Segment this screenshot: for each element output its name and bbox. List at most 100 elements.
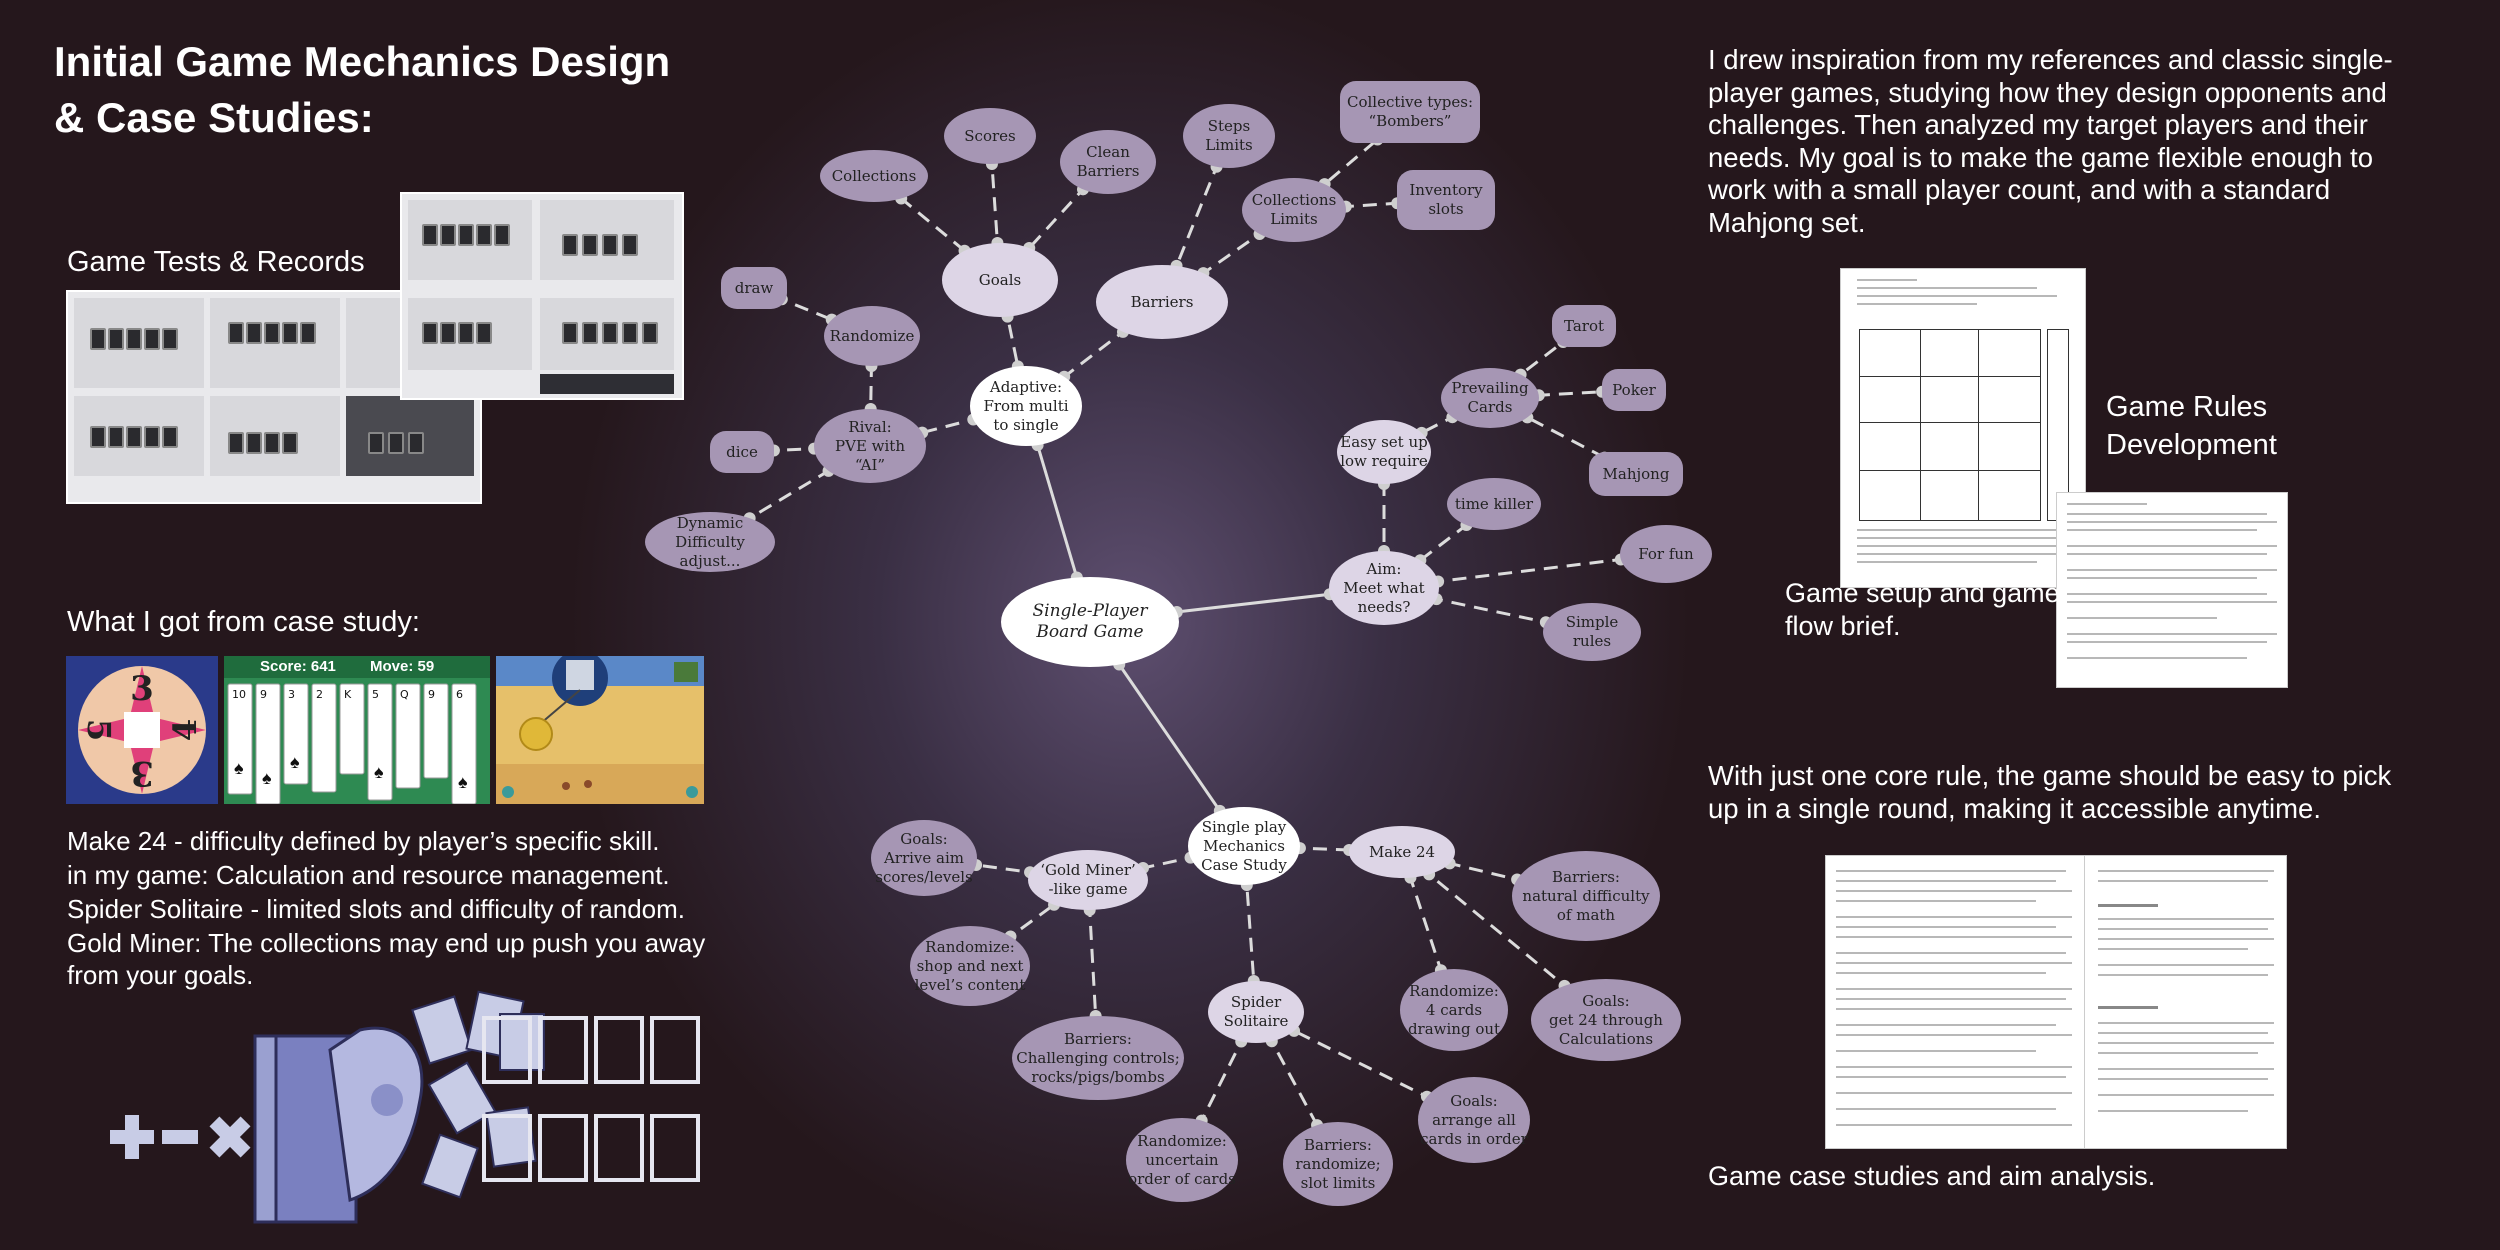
make24-screenshot: 3 3 5 4 <box>66 656 218 804</box>
inspiration-line-1: I drew inspiration from my references an… <box>1708 44 2393 75</box>
svg-text:♠: ♠ <box>290 752 300 772</box>
node-label: Mahjong <box>1602 464 1670 483</box>
node-label: Barriers <box>1130 292 1194 311</box>
node-make24: Make 24 <box>1349 826 1455 878</box>
node-goldminer: ‘Gold Miner’-like game <box>1028 850 1148 910</box>
node-goals: Goals <box>942 243 1058 317</box>
tests-heading: Game Tests & Records <box>67 246 365 278</box>
make24-card-art: 3 3 5 4 <box>78 666 206 794</box>
case-study-document <box>1825 855 2287 1149</box>
node-label: Randomize <box>829 326 915 345</box>
svg-text:♠: ♠ <box>234 758 244 778</box>
node-label: Barriers:Challenging controls;rocks/pigs… <box>1016 1029 1180 1086</box>
svg-text:Q: Q <box>400 688 409 701</box>
note-line-2: in my game: Calculation and resource man… <box>67 860 670 890</box>
rules-label-line-2: Development <box>2106 429 2277 461</box>
node-label: dice <box>726 442 758 461</box>
node-coltypes: Collective types:“Bombers” <box>1340 81 1480 143</box>
svg-text:9: 9 <box>428 688 435 701</box>
svg-text:10: 10 <box>232 688 246 701</box>
inspiration-paragraph: I drew inspiration from my references an… <box>1708 44 2393 239</box>
svg-text:5: 5 <box>372 688 379 701</box>
node-mahjong: Mahjong <box>1589 452 1683 496</box>
node-label: Poker <box>1612 380 1656 399</box>
game-test-photo-top <box>400 192 684 400</box>
node-label: time killer <box>1454 494 1534 513</box>
node-scores: Scores <box>944 108 1036 164</box>
note-line-3: Spider Solitaire - limited slots and dif… <box>67 894 686 924</box>
case-study-heading: What I got from case study: <box>67 606 420 638</box>
page-title: Initial Game Mechanics Design & Case Stu… <box>54 34 670 146</box>
node-gm_barriers: Barriers:Challenging controls;rocks/pigs… <box>1012 1016 1184 1100</box>
node-label: Barriers:randomize;slot limits <box>1295 1135 1381 1192</box>
node-label: Collections <box>831 166 917 185</box>
setup-label-line-1: Game setup and game <box>1785 578 2060 608</box>
node-rival: Rival:PVE with“AI” <box>814 409 926 483</box>
node-collections: Collections <box>820 150 928 202</box>
node-poker: Poker <box>1602 369 1666 411</box>
note-line-5: from your goals. <box>67 960 254 990</box>
svg-text:9: 9 <box>260 688 267 701</box>
svg-text:3: 3 <box>130 753 154 793</box>
connector-spider-ss_goals <box>1255 1010 1475 1122</box>
title-line-2: & Case Studies: <box>54 94 374 141</box>
node-ss_barriers: Barriers:randomize;slot limits <box>1283 1122 1393 1206</box>
solitaire-moves: Move: 59 <box>370 658 435 675</box>
svg-text:3: 3 <box>130 669 154 709</box>
node-randomize: Randomize <box>824 306 920 366</box>
node-label: Rival:PVE with“AI” <box>835 417 905 474</box>
rules-document-page <box>1840 268 2086 588</box>
inspiration-line-5: work with a small player count, and with… <box>1708 174 2331 205</box>
core-rule-line-1: With just one core rule, the game should… <box>1708 760 2392 791</box>
svg-text:5: 5 <box>80 719 118 741</box>
svg-text:6: 6 <box>456 688 463 701</box>
node-draw: draw <box>721 267 787 309</box>
svg-text:♠: ♠ <box>374 762 384 782</box>
setup-label: Game setup and game flow brief. <box>1785 577 2060 643</box>
node-barriers: Barriers <box>1096 265 1228 339</box>
rules-document-page-2 <box>2056 492 2288 688</box>
svg-text:3: 3 <box>288 688 295 701</box>
svg-text:2: 2 <box>316 688 323 701</box>
rules-table <box>1859 329 2041 521</box>
node-tarot: Tarot <box>1552 305 1616 347</box>
solitaire-score: Score: 641 <box>260 658 336 675</box>
note-line-4: Gold Miner: The collections may end up p… <box>67 928 706 958</box>
connector-rival-randomize <box>868 335 874 447</box>
inspiration-line-3: challenges. Then analyzed my target play… <box>1708 109 2368 140</box>
bottom-caption: Game case studies and aim analysis. <box>1708 1161 2156 1191</box>
node-dice: dice <box>710 431 774 473</box>
node-label: For fun <box>1638 544 1694 563</box>
node-timekiller: time killer <box>1447 478 1541 530</box>
title-line-1: Initial Game Mechanics Design <box>54 38 671 85</box>
